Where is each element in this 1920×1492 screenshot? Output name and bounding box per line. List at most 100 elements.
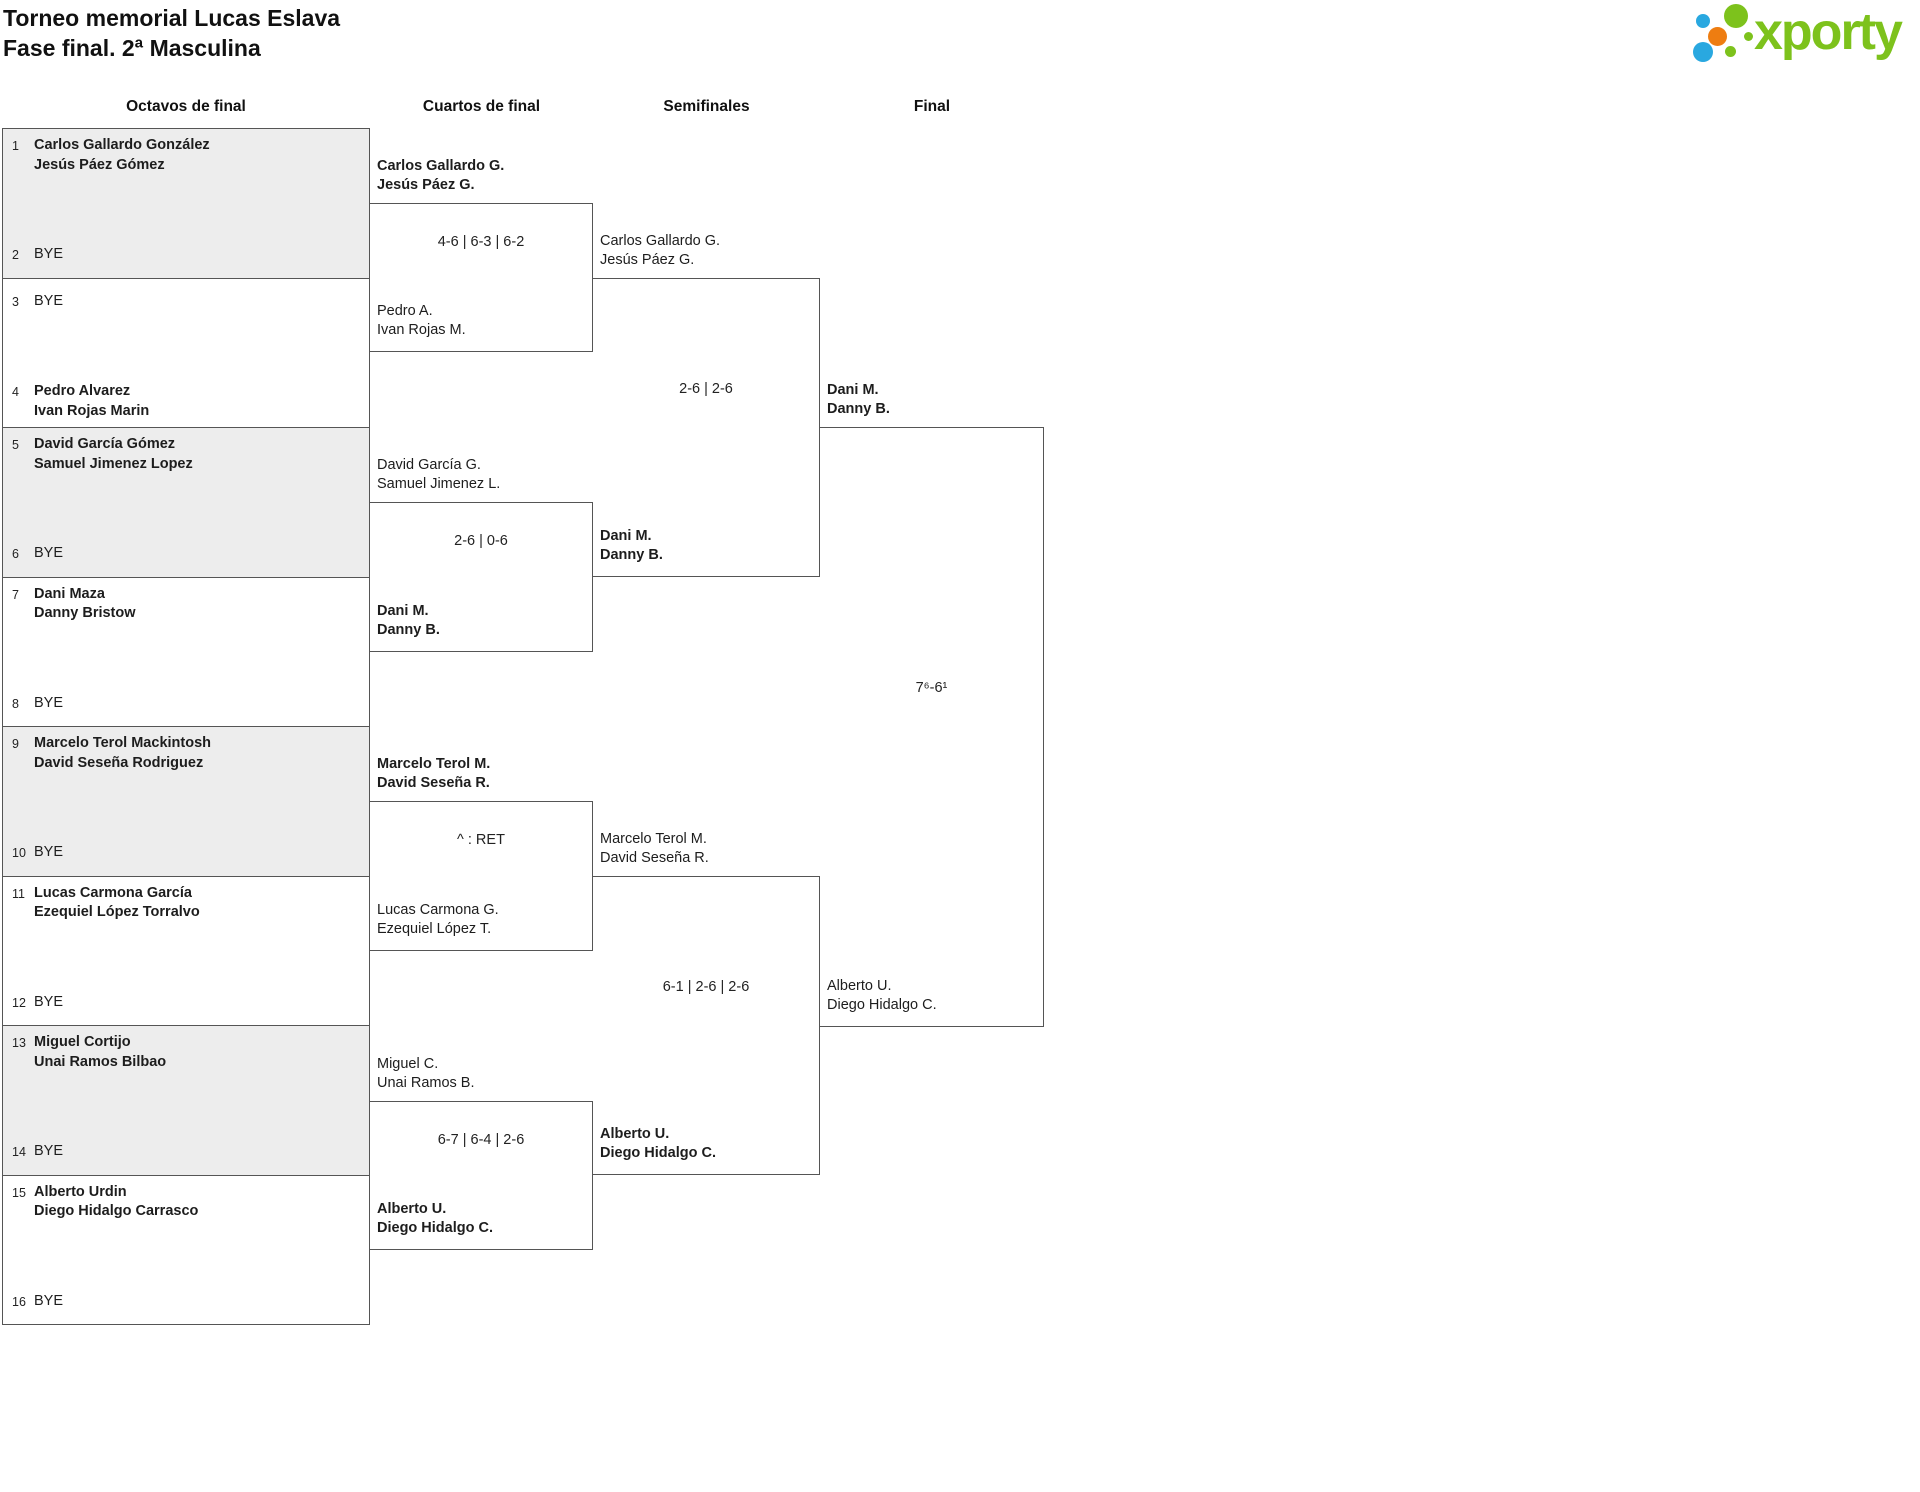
seed-number: 5 [12, 438, 19, 452]
round-header-semifinales: Semifinales [663, 98, 750, 115]
team-top-label: Dani M. Danny B. [827, 382, 890, 418]
bracket-slot-16: 16 BYE [3, 1292, 365, 1312]
bye-label: BYE [34, 292, 64, 309]
quarterfinal-match-2: David García G. Samuel Jimenez L. 2-6 | … [370, 457, 593, 652]
logo-dot-small-green-icon [1725, 46, 1736, 57]
team-top-label: Marcelo Terol M. David Seseña R. [377, 756, 491, 792]
team-top-label: David García G. Samuel Jimenez L. [377, 457, 501, 493]
team-name: David García Gómez Samuel Jimenez Lopez [34, 436, 193, 472]
team-name: Miguel Cortijo Unai Ramos Bilbao [34, 1034, 167, 1070]
seed-number: 15 [12, 1185, 26, 1200]
match-score: ^ : RET [457, 832, 505, 849]
bye-label: BYE [34, 1292, 64, 1309]
seed-number: 13 [12, 1036, 26, 1050]
quarterfinal-match-4: Miguel C. Unai Ramos B. 6-7 | 6-4 | 2-6 … [370, 1056, 593, 1251]
team-bottom-label: Alberto U. Diego Hidalgo C. [827, 977, 937, 1013]
team-top-label: Marcelo Terol M. David Seseña R. [600, 831, 709, 867]
match-score: 2-6 | 2-6 [679, 380, 733, 397]
quarterfinal-match-3: Marcelo Terol M. David Seseña R. ^ : RET… [370, 756, 593, 951]
bracket-slot-6: 6 BYE [3, 544, 365, 564]
seed-number: 11 [12, 886, 25, 901]
seed-number: 16 [12, 1294, 26, 1309]
bye-label: BYE [34, 694, 64, 711]
bracket-slot-7: 7 Dani Maza Danny Bristow [3, 585, 365, 624]
team-bottom-label: Pedro A. Ivan Rojas M. [377, 303, 466, 339]
bye-label: BYE [34, 246, 64, 262]
team-bottom-label: Dani M. Danny B. [600, 527, 663, 563]
logo-dot-orange-icon [1708, 27, 1727, 46]
logo-dot-big-green-icon [1724, 4, 1748, 28]
bracket-slot-11: 11 Lucas Carmona García Ezequiel López T… [3, 884, 365, 923]
seed-number: 3 [12, 294, 19, 309]
team-name: Dani Maza Danny Bristow [34, 585, 136, 622]
logo-dot-big-blue-icon [1693, 42, 1713, 62]
round-of-16-column: 1 Carlos Gallardo González Jesús Páez Gó… [2, 128, 370, 1325]
page-title: Torneo memorial Lucas Eslava Fase final.… [3, 3, 340, 63]
round-header-final: Final [913, 98, 951, 115]
bracket-slot-5: 5 David García Gómez Samuel Jimenez Lope… [3, 435, 365, 474]
team-name: Pedro Alvarez Ivan Rojas Marin [34, 383, 150, 419]
bracket-slot-10: 10 BYE [3, 843, 365, 863]
r16-match-5: 9 Marcelo Terol Mackintosh David Seseña … [3, 727, 369, 877]
r16-match-4: 7 Dani Maza Danny Bristow 8 BYE [3, 577, 369, 727]
team-top-label: Carlos Gallardo G. Jesús Páez G. [377, 157, 505, 193]
quarterfinal-match-1: Carlos Gallardo G. Jesús Páez G. 4-6 | 6… [370, 158, 593, 353]
seed-number: 7 [12, 587, 19, 602]
bracket-slot-12: 12 BYE [3, 993, 365, 1013]
semifinal-match-2: Marcelo Terol M. David Seseña R. 6-1 | 2… [593, 831, 820, 1176]
bracket-slot-8: 8 BYE [3, 694, 365, 714]
bracket-slot-4: 4 Pedro Alvarez Ivan Rojas Marin [3, 382, 365, 421]
bracket-slot-13: 13 Miguel Cortijo Unai Ramos Bilbao [3, 1033, 365, 1072]
team-name: Alberto Urdin Diego Hidalgo Carrasco [34, 1183, 199, 1220]
round-header-octavos: Octavos de final [126, 98, 246, 115]
bye-label: BYE [34, 844, 64, 860]
seed-number: 14 [12, 1145, 26, 1159]
xporty-logo[interactable]: xporty [1690, 0, 1912, 72]
r16-match-3: 5 David García Gómez Samuel Jimenez Lope… [3, 428, 369, 578]
bracket-slot-15: 15 Alberto Urdin Diego Hidalgo Carrasco [3, 1183, 365, 1222]
seed-number: 6 [12, 547, 19, 561]
r16-match-6: 11 Lucas Carmona García Ezequiel López T… [3, 876, 369, 1026]
bye-label: BYE [34, 993, 64, 1010]
team-bottom-label: Alberto U. Diego Hidalgo C. [377, 1201, 493, 1237]
team-top-label: Carlos Gallardo G. Jesús Páez G. [600, 232, 721, 268]
bracket-slot-14: 14 BYE [3, 1142, 365, 1162]
bracket-slot-1: 1 Carlos Gallardo González Jesús Páez Gó… [3, 136, 365, 175]
r16-match-2: 3 BYE 4 Pedro Alvarez Ivan Rojas Marin [3, 278, 369, 428]
team-bottom-label: Alberto U. Diego Hidalgo C. [600, 1126, 716, 1162]
logo-dot-tiny-green-icon [1744, 32, 1753, 41]
team-name: Carlos Gallardo González Jesús Páez Góme… [34, 137, 210, 173]
logo-wordmark: xporty [1754, 3, 1903, 61]
match-score: 4-6 | 6-3 | 6-2 [437, 233, 525, 250]
seed-number: 4 [12, 385, 19, 399]
round-header-cuartos: Cuartos de final [422, 98, 541, 115]
seed-number: 1 [12, 139, 19, 153]
bye-label: BYE [34, 545, 64, 561]
seed-number: 9 [12, 737, 19, 751]
team-bottom-label: Lucas Carmona G. Ezequiel López T. [377, 901, 499, 937]
seed-number: 8 [12, 696, 19, 711]
bracket-slot-3: 3 BYE [3, 292, 365, 312]
team-name: Marcelo Terol Mackintosh David Seseña Ro… [34, 735, 211, 771]
phase-subtitle: Fase final. 2ª Masculina [3, 35, 261, 61]
seed-number: 2 [12, 248, 19, 262]
team-name: Lucas Carmona García Ezequiel López Torr… [34, 884, 200, 921]
r16-match-8: 15 Alberto Urdin Diego Hidalgo Carrasco … [3, 1175, 369, 1324]
tournament-title: Torneo memorial Lucas Eslava [3, 5, 341, 31]
final-match: Dani M. Danny B. 7⁶-6¹ Alberto U. Diego … [820, 382, 1044, 1027]
bye-label: BYE [34, 1143, 64, 1159]
bracket-slot-2: 2 BYE [3, 245, 365, 265]
team-top-label: Miguel C. Unai Ramos B. [377, 1055, 475, 1091]
logo-dot-small-blue-icon [1696, 14, 1710, 28]
r16-match-7: 13 Miguel Cortijo Unai Ramos Bilbao 14 B… [3, 1026, 369, 1176]
r16-match-1: 1 Carlos Gallardo González Jesús Páez Gó… [3, 129, 369, 279]
match-score: 6-1 | 2-6 | 2-6 [662, 979, 750, 996]
match-score: 2-6 | 0-6 [454, 533, 508, 550]
bracket-slot-9: 9 Marcelo Terol Mackintosh David Seseña … [3, 734, 365, 773]
team-bottom-label: Dani M. Danny B. [377, 602, 440, 638]
semifinal-match-1: Carlos Gallardo G. Jesús Páez G. 2-6 | 2… [593, 233, 820, 577]
seed-number: 12 [12, 995, 26, 1010]
seed-number: 10 [12, 846, 26, 860]
match-score: 6-7 | 6-4 | 2-6 [437, 1131, 525, 1148]
